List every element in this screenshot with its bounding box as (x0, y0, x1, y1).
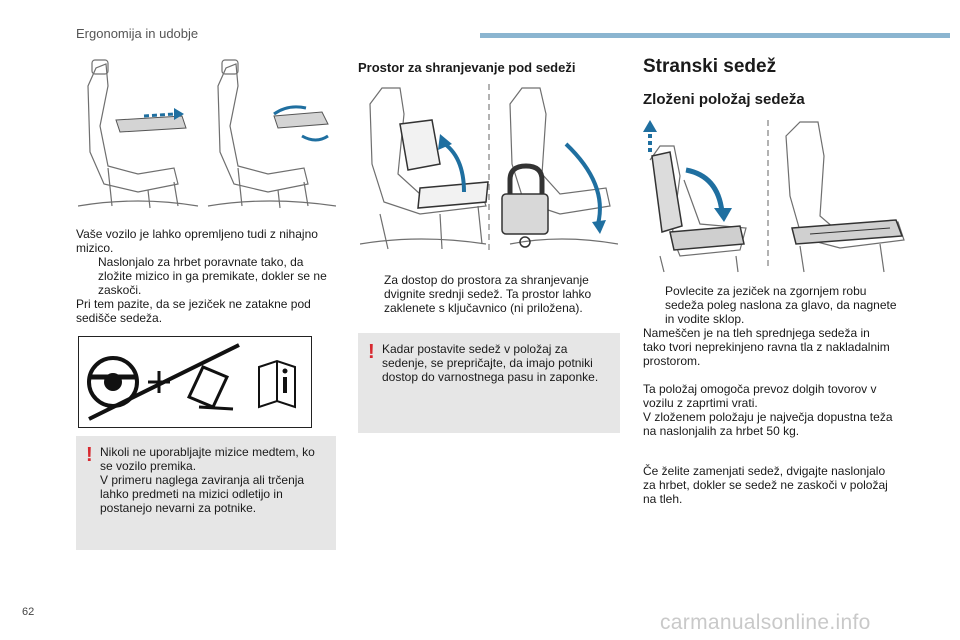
warning-text-2: sedenje, se prepričajte, da imajo potnik… (382, 356, 593, 370)
warning-text-1: Nikoli ne uporabljajte mizice medtem, ko (100, 445, 315, 459)
bullet-text-2: sedeža poleg naslona za glavo, da nagnet… (665, 298, 897, 312)
col2-text: Za dostop do prostora za shranjevanje dv… (362, 273, 618, 315)
bullet-item: Naslonjalo za hrbet poravnate tako, da z… (76, 255, 338, 297)
paragraph-1-line-3: prostorom. (643, 354, 701, 368)
bullet-item: Za dostop do prostora za shranjevanje dv… (362, 273, 618, 315)
bullet-text-3: zaskoči. (98, 283, 142, 297)
bullet-icon (362, 273, 384, 315)
bullet-text-3: zaklenete s ključavnico (ni priložena). (384, 301, 583, 315)
storage-illustration (360, 84, 618, 254)
intro-text-2: mizico. (76, 241, 114, 255)
bullet-text-3: in vodite sklop. (665, 312, 745, 326)
bullet-text-2: zložite mizico in ga premikate, dokler s… (98, 269, 327, 283)
fold-arrow-icon (685, 167, 732, 222)
bullet-text-1: Za dostop do prostora za shranjevanje (384, 273, 589, 287)
warning-text-3: dostop do varnostnega pasu in zaponke. (382, 370, 599, 384)
paragraph-3-line-1: Če želite zamenjati sedež, dvigajte nasl… (643, 464, 886, 478)
col3-text: Povlecite za jeziček na zgornjem robu se… (643, 284, 943, 506)
paragraph-1-line-2: tako tvori neprekinjeno ravna tla z nakl… (643, 340, 890, 354)
side-seat-title: Stranski sedež (643, 56, 777, 77)
paragraph-3-line-2: za hrbet, dokler se sedež ne zaskoči v p… (643, 478, 888, 492)
safety-pictogram (78, 336, 312, 428)
warning-box: ! Nikoli ne uporabljajte mizice medtem, … (76, 436, 336, 550)
header-accent-bar (480, 33, 950, 38)
warning-icon: ! (86, 444, 93, 466)
warning-box: ! Kadar postavite sedež v položaj za sed… (358, 333, 620, 433)
padlock-icon (501, 163, 549, 248)
warning-text-5: postanejo nevarni za potnike. (100, 501, 257, 515)
paragraph-2-line-1: Ta položaj omogoča prevoz dolgih tovorov… (643, 382, 877, 396)
manual-info-icon (258, 359, 296, 409)
paragraph-2-line-3: V zloženem položaju je največja dopustna… (643, 410, 893, 424)
note-text-1: Pri tem pazite, da se jeziček ne zatakne… (76, 297, 311, 311)
table-seat-illustration (78, 56, 336, 216)
bullet-icon (643, 284, 665, 326)
paragraph-1-line-1: Nameščen je na tleh sprednjega sedeža in (643, 326, 870, 340)
no-table-while-driving-icon (88, 343, 240, 421)
watermark: carmanualsonline.info (660, 611, 871, 634)
bullet-text-1: Povlecite za jeziček na zgornjem robu (665, 284, 867, 298)
bullet-text-2: dvignite srednji sedež. Ta prostor lahko (384, 287, 592, 301)
page-number: 62 (22, 606, 35, 618)
folded-position-subtitle: Zloženi položaj sedeža (643, 91, 805, 108)
warning-text-2: se vozilo premika. (100, 459, 197, 473)
intro-text-1: Vaše vozilo je lahko opremljeno tudi z n… (76, 227, 318, 241)
paragraph-2-line-4: na naslonjalih za hrbet 50 kg. (643, 424, 800, 438)
side-seat-illustration (640, 116, 914, 274)
bullet-item: Povlecite za jeziček na zgornjem robu se… (643, 284, 943, 326)
storage-title: Prostor za shranjevanje pod sedeži (358, 60, 576, 75)
col1-text: Vaše vozilo je lahko opremljeno tudi z n… (76, 227, 338, 325)
warning-text-4: lahko predmeti na mizici odletijo in (100, 487, 283, 501)
bullet-text-1: Naslonjalo za hrbet poravnate tako, da (98, 255, 304, 269)
warning-text-3: V primeru naglega zaviranja ali trčenja (100, 473, 305, 487)
warning-icon: ! (368, 341, 375, 363)
paragraph-2-line-2: vozilu z zaprtimi vrati. (643, 396, 758, 410)
note-text-2: sedišče sedeža. (76, 311, 163, 325)
section-label: Ergonomija in udobje (76, 26, 199, 41)
paragraph-3-line-3: na tleh. (643, 492, 683, 506)
bullet-icon (76, 255, 98, 297)
warning-text-1: Kadar postavite sedež v položaj za (382, 342, 568, 356)
